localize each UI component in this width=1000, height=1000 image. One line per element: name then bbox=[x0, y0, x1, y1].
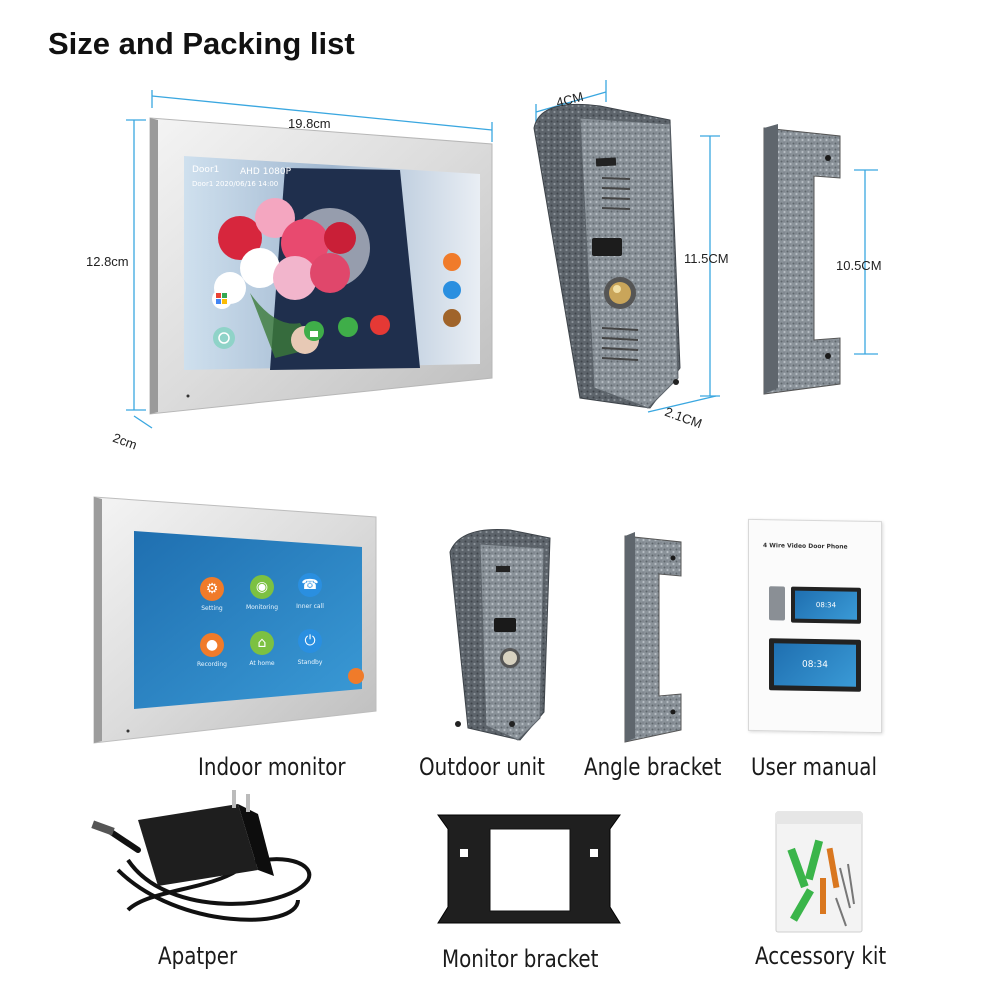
accessory-kit-image bbox=[775, 811, 863, 933]
caption-user-manual: User manual bbox=[751, 753, 877, 781]
record-icon[interactable] bbox=[443, 281, 461, 299]
standby-label: Standby bbox=[297, 659, 323, 666]
caption-indoor-monitor: Indoor monitor bbox=[198, 753, 346, 781]
power-adapter-image bbox=[91, 790, 312, 922]
monitor-dimension-illustration: Door1 AHD 1080P Door1 2020/06/16 14:00 bbox=[126, 90, 493, 429]
angle-bracket-image bbox=[624, 532, 682, 743]
caption-outdoor-unit: Outdoor unit bbox=[419, 753, 545, 781]
screen-door-label: Door1 bbox=[192, 165, 219, 175]
caption-angle-bracket: Angle bracket bbox=[584, 753, 722, 781]
home-screen-grid: ⚙ ◉ ☎ Setting Monitoring Inner call ● ⌂ … bbox=[190, 567, 340, 687]
monitoring-label: Monitoring bbox=[245, 604, 279, 611]
setting-icon[interactable]: ⚙ bbox=[200, 577, 224, 601]
standby-icon[interactable]: ⏻ bbox=[298, 629, 322, 653]
hang-up-icon[interactable] bbox=[370, 315, 390, 335]
manual-monitor-thumbnail-2: 08:34 bbox=[769, 638, 861, 692]
user-manual-image: 4 Wire Video Door Phone 08:34 08:34 bbox=[748, 518, 882, 734]
monitoring-icon[interactable]: ◉ bbox=[250, 575, 274, 599]
outdoor-unit-image bbox=[449, 528, 551, 741]
outdoor-unit-dimension-illustration bbox=[533, 80, 720, 413]
zoom-in-icon[interactable] bbox=[443, 309, 461, 327]
caption-adapter: Apatper bbox=[158, 942, 238, 970]
manual-time-1: 08:34 bbox=[795, 590, 857, 620]
answer-call-icon[interactable] bbox=[338, 317, 358, 337]
monitor-width-label: 19.8cm bbox=[288, 116, 331, 131]
at-home-label: At home bbox=[249, 660, 275, 667]
at-home-icon[interactable]: ⌂ bbox=[250, 631, 274, 655]
recording-label: Recording bbox=[196, 661, 227, 668]
monitor-bracket-image bbox=[437, 814, 621, 924]
caption-monitor-bracket: Monitor bracket bbox=[442, 945, 599, 973]
setting-label: Setting bbox=[201, 605, 223, 612]
manual-monitor-thumbnail-1: 08:34 bbox=[791, 586, 861, 624]
monitor-height-label: 12.8cm bbox=[86, 254, 129, 269]
snapshot-icon[interactable] bbox=[443, 253, 461, 271]
screen-resolution-label: AHD 1080P bbox=[240, 167, 292, 177]
manual-heading: 4 Wire Video Door Phone bbox=[763, 542, 848, 551]
angle-bracket-dimension-illustration bbox=[763, 124, 878, 395]
page-title: Size and Packing list bbox=[48, 26, 355, 61]
manual-doorbell-thumbnail bbox=[769, 586, 785, 621]
caption-accessory-kit: Accessory kit bbox=[755, 942, 887, 970]
manual-time-2: 08:34 bbox=[774, 643, 856, 687]
outdoor-height-label: 11.5CM bbox=[684, 251, 729, 266]
screen-timestamp: Door1 2020/06/16 14:00 bbox=[192, 180, 278, 188]
inner-call-label: Inner call bbox=[296, 603, 324, 610]
inner-call-icon[interactable]: ☎ bbox=[298, 573, 322, 597]
zoom-out-icon[interactable] bbox=[213, 327, 235, 349]
recording-icon[interactable]: ● bbox=[200, 633, 224, 657]
bracket-height-label: 10.5CM bbox=[836, 258, 882, 273]
